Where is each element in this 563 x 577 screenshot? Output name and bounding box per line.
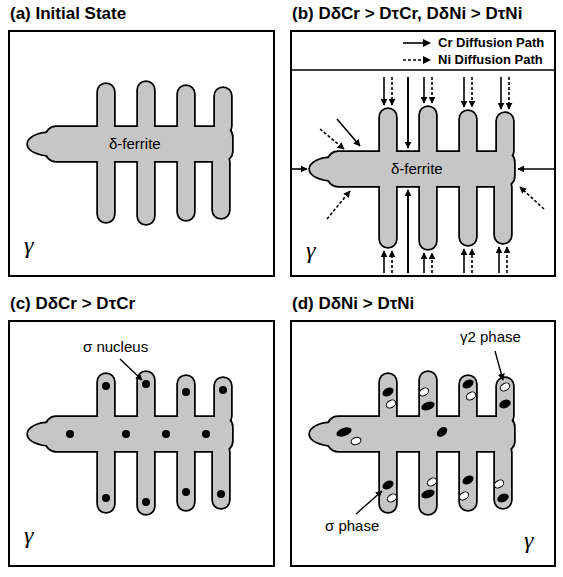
diffusion-arrows: [292, 77, 554, 273]
legend-sample: [402, 38, 432, 48]
panel-title: (a) Initial State: [10, 4, 126, 24]
ferrite-dendrite: [28, 82, 232, 224]
ferrite-dendrite: [310, 351, 514, 514]
leader-line: [356, 491, 382, 514]
panel-box: (a) Initial Stateγδ-ferrite: [8, 30, 275, 277]
ferrite-region: δ-ferrite: [40, 127, 230, 161]
legend-entry: Cr Diffusion Path: [402, 35, 544, 50]
panel-title: (c) DδCr > DτCr: [10, 294, 135, 314]
panel-box: (b) DδCr > DτCr, DδNi > DτNiγδ-ferrite: [290, 30, 556, 277]
panel-box: (c) DδCr > DτCrγ: [8, 320, 275, 567]
gamma2-phase-particles: [350, 381, 511, 503]
ferrite-region: δ-ferrite: [322, 152, 512, 186]
panel-title: (d) DδNi > DτNi: [292, 294, 414, 314]
phase-symbol: γ: [24, 232, 33, 260]
sigma-nuclei: [66, 380, 227, 506]
panel-title: (b) DδCr > DτCr, DδNi > DτNi: [292, 4, 522, 24]
leader-line: [495, 351, 503, 380]
legend-text: Ni Diffusion Path: [438, 52, 543, 67]
region-label: δ-ferrite: [391, 160, 443, 177]
legend-divider: [292, 69, 554, 71]
leader-line: [120, 359, 142, 380]
callout-label: σ nucleus: [83, 338, 148, 355]
legend-text: Cr Diffusion Path: [438, 35, 544, 50]
region-label: δ-ferrite: [109, 135, 161, 152]
legend-sample: [402, 55, 432, 65]
callout-label: σ phase: [325, 517, 379, 534]
ferrite-dendrite: [28, 359, 232, 514]
legend-entry: Ni Diffusion Path: [402, 52, 543, 67]
phase-symbol: γ: [24, 522, 33, 550]
phase-symbol: γ: [306, 237, 315, 265]
ferrite-dendrite: [310, 107, 514, 249]
phase-symbol: γ: [524, 527, 533, 555]
sigma-phase-particles: [335, 378, 512, 505]
callout-label: γ2 phase: [460, 328, 521, 345]
